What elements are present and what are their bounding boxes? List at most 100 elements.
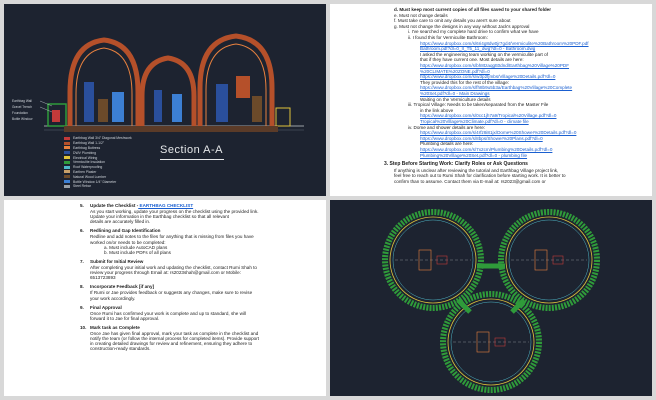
document-line: i. I've searched my complete hard drive … — [408, 29, 539, 35]
step-body-line: your work accordingly. — [90, 295, 136, 301]
legend-swatch — [64, 170, 70, 174]
step-body-line: 6513723893 — [90, 275, 116, 281]
dome-center — [139, 55, 197, 126]
legend-swatch — [64, 180, 70, 184]
step-number: 5. — [80, 203, 84, 208]
fixture-outline — [476, 331, 490, 353]
dome-wall-outer — [440, 291, 542, 393]
document-line: g. Must not change the designs in any wa… — [394, 23, 530, 29]
dome-floor-line — [508, 219, 590, 301]
legend-entry: Earthbag Buttress — [64, 146, 164, 151]
document-link[interactable]: Plumbing%20Village%20Set.pdf?dl=0 - plum… — [420, 152, 528, 158]
step-subitem: b. Must include PDFs of all plans — [104, 250, 171, 255]
step-body-line: details are accurately filled in. — [90, 219, 151, 225]
document-steps-panel: 5.Update the Checklist - EARTHBAG CHECKL… — [4, 200, 326, 396]
document-line: d. Must keep most current copies of all … — [394, 7, 551, 12]
svg-text:Bottle Window: Bottle Window — [12, 117, 33, 121]
step-number: 9. — [80, 304, 84, 310]
step-body-line: worked on/or needs to be completed: — [90, 239, 166, 245]
legend-swatch — [64, 146, 70, 150]
step-body-line: review your progress through Email at: r… — [90, 270, 241, 276]
dome-wall-outer — [498, 209, 600, 311]
legend-swatch — [64, 141, 70, 145]
document-link[interactable]: %20CLIMATE%20ZONE.pdf?dl=0 — [420, 68, 490, 74]
svg-text:Foundation: Foundation — [12, 111, 28, 115]
legend-entry: Earthen Plaster — [64, 170, 164, 175]
document-link[interactable]: https://www.dropbox.com/s/7x2cm/Plumbing… — [420, 147, 553, 152]
step-body-line: construction-ready standards. — [90, 346, 151, 352]
document-link[interactable]: https://www.dropbox.com/s/w3p2fjmbs/Vill… — [420, 74, 556, 80]
document-link[interactable]: https://www.dropbox.com/s/4rfz8i81jx/Dom… — [420, 130, 577, 136]
legend-label: Earthbag Wall 1-1/2" — [73, 141, 105, 146]
step-item: 9.Final Approval — [80, 305, 122, 311]
document-line: If anything is unclear after reviewing t… — [394, 167, 559, 173]
document-link[interactable]: https://www.dropbox.com/s/fh8b9u5b3a/Ear… — [420, 85, 573, 91]
document-link[interactable]: Tropical%20Village%20Climate.pdf?dl=0 - … — [420, 119, 529, 124]
legend-label: Electrical Wiring — [73, 155, 98, 160]
svg-text:Gravel Trench: Gravel Trench — [12, 105, 32, 109]
document-line: iv. Dome and shower details are here: — [408, 124, 486, 130]
step-number: 8. — [80, 284, 84, 290]
step-item: 7.Submit for Initial Review — [80, 259, 143, 265]
dome-floor-line — [450, 301, 532, 383]
step-body-line: If Rumi or Jae provides feedback or sugg… — [90, 290, 253, 296]
legend-label: Roof Waterproofing — [73, 165, 103, 170]
document-line: confirm than to assume. Contact them via… — [394, 179, 546, 184]
step-body-line: Once Rumi has confirmed your work is com… — [90, 310, 247, 316]
step-body-line: forward it to Jae for final approval. — [90, 315, 160, 321]
document-line: e. Must not change details — [394, 12, 448, 18]
step-body-line: in creating detailed drawings for review… — [90, 341, 253, 347]
plan-drawing — [382, 209, 600, 393]
document-link[interactable]: https://www.dropbox.com/s/0cc1jh7a9/Trop… — [420, 113, 557, 119]
document-line: iii. Tropical Village: Needs to be taken… — [408, 102, 549, 108]
step-body-line: As you start working, update your progre… — [90, 209, 259, 214]
cad-section-panel: Earthbag Wall Gravel Trench Foundation B… — [4, 4, 326, 196]
legend-swatch — [64, 160, 70, 164]
checklist-link[interactable]: EARTHBAG CHECKLIST — [138, 203, 194, 208]
document-line: feel free to reach out to Rumi Shah for … — [394, 173, 566, 179]
step-heading: Incorporate Feedback [if any] — [90, 284, 155, 290]
legend-entry: Vermiculite Insulation — [64, 160, 164, 165]
dome-wall-inner — [505, 216, 593, 304]
document-line: in the link above — [420, 107, 454, 113]
legend-label: Natural Wood Lumber — [73, 174, 107, 179]
legend-label: Earthbag Wall 3/4" Diagonal Meshwork — [73, 136, 132, 141]
fixture-outline — [436, 255, 448, 265]
step-heading: Mark task as Complete — [90, 324, 140, 330]
step-heading: Redlining and Gap Identification — [90, 228, 161, 234]
fixture-outline — [534, 249, 548, 271]
step-heading: Submit for Initial Review — [90, 259, 144, 264]
document-link[interactable]: Bathroom.pdf?dl=0_II_T5_11_dwg?dl=0 - Ba… — [420, 46, 536, 52]
step-body-line: After completing your initial work and u… — [90, 265, 257, 270]
legend-entry: DWV Plumbing — [64, 150, 164, 155]
legend-entry: Steel Rebar — [64, 184, 164, 189]
connecting-passage — [456, 298, 472, 314]
step-item: 5.Update the Checklist - EARTHBAG CHECKL… — [80, 203, 193, 209]
fixture-outline — [494, 337, 506, 347]
dome-left — [67, 37, 141, 126]
document-link[interactable]: https://www.dropbox.com/s/8bps/Shower%20… — [420, 135, 543, 141]
document-link[interactable]: %20Set.pdf?dl=0 - Main Drawings — [420, 91, 490, 96]
dome-wall-inner — [389, 216, 477, 304]
document-line: Plumbing details are here: — [420, 141, 474, 147]
document-link[interactable]: https://www.dropbox.com/s/6ri4g8dw0jr7gd… — [420, 40, 589, 46]
legend-label: Bottle Window 1/4" Diameter — [73, 179, 117, 184]
step-number: 6. — [80, 228, 84, 234]
fixture-outline — [552, 255, 564, 265]
step-body-line: Update your information in the Earthbag … — [90, 214, 229, 220]
legend-swatch — [64, 136, 70, 140]
legend-swatch — [64, 165, 70, 169]
section-title: Section A-A — [160, 144, 223, 156]
legend-entry: Earthbag Wall 1-1/2" — [64, 141, 164, 146]
document-link[interactable]: https://www.dropbox.com/s/bh8tzaqgtt0dnd… — [420, 63, 570, 68]
step-item: 6. Redlining and Gap Identification — [80, 228, 160, 234]
document-line: ii. I found this for Vermiculite Bathroo… — [408, 35, 488, 40]
document-line: that if they have current one. Most deta… — [420, 57, 524, 63]
document-line: f. Must take care to omit any details yo… — [394, 18, 511, 24]
legend-entry: Natural Wood Lumber — [64, 174, 164, 179]
section-title-underline — [160, 159, 224, 160]
document-line: They provided this for the rest of the v… — [420, 79, 510, 85]
step-number: 10. — [80, 324, 87, 330]
legend-label: DWV Plumbing — [73, 150, 96, 155]
fixture-outline — [418, 249, 432, 271]
